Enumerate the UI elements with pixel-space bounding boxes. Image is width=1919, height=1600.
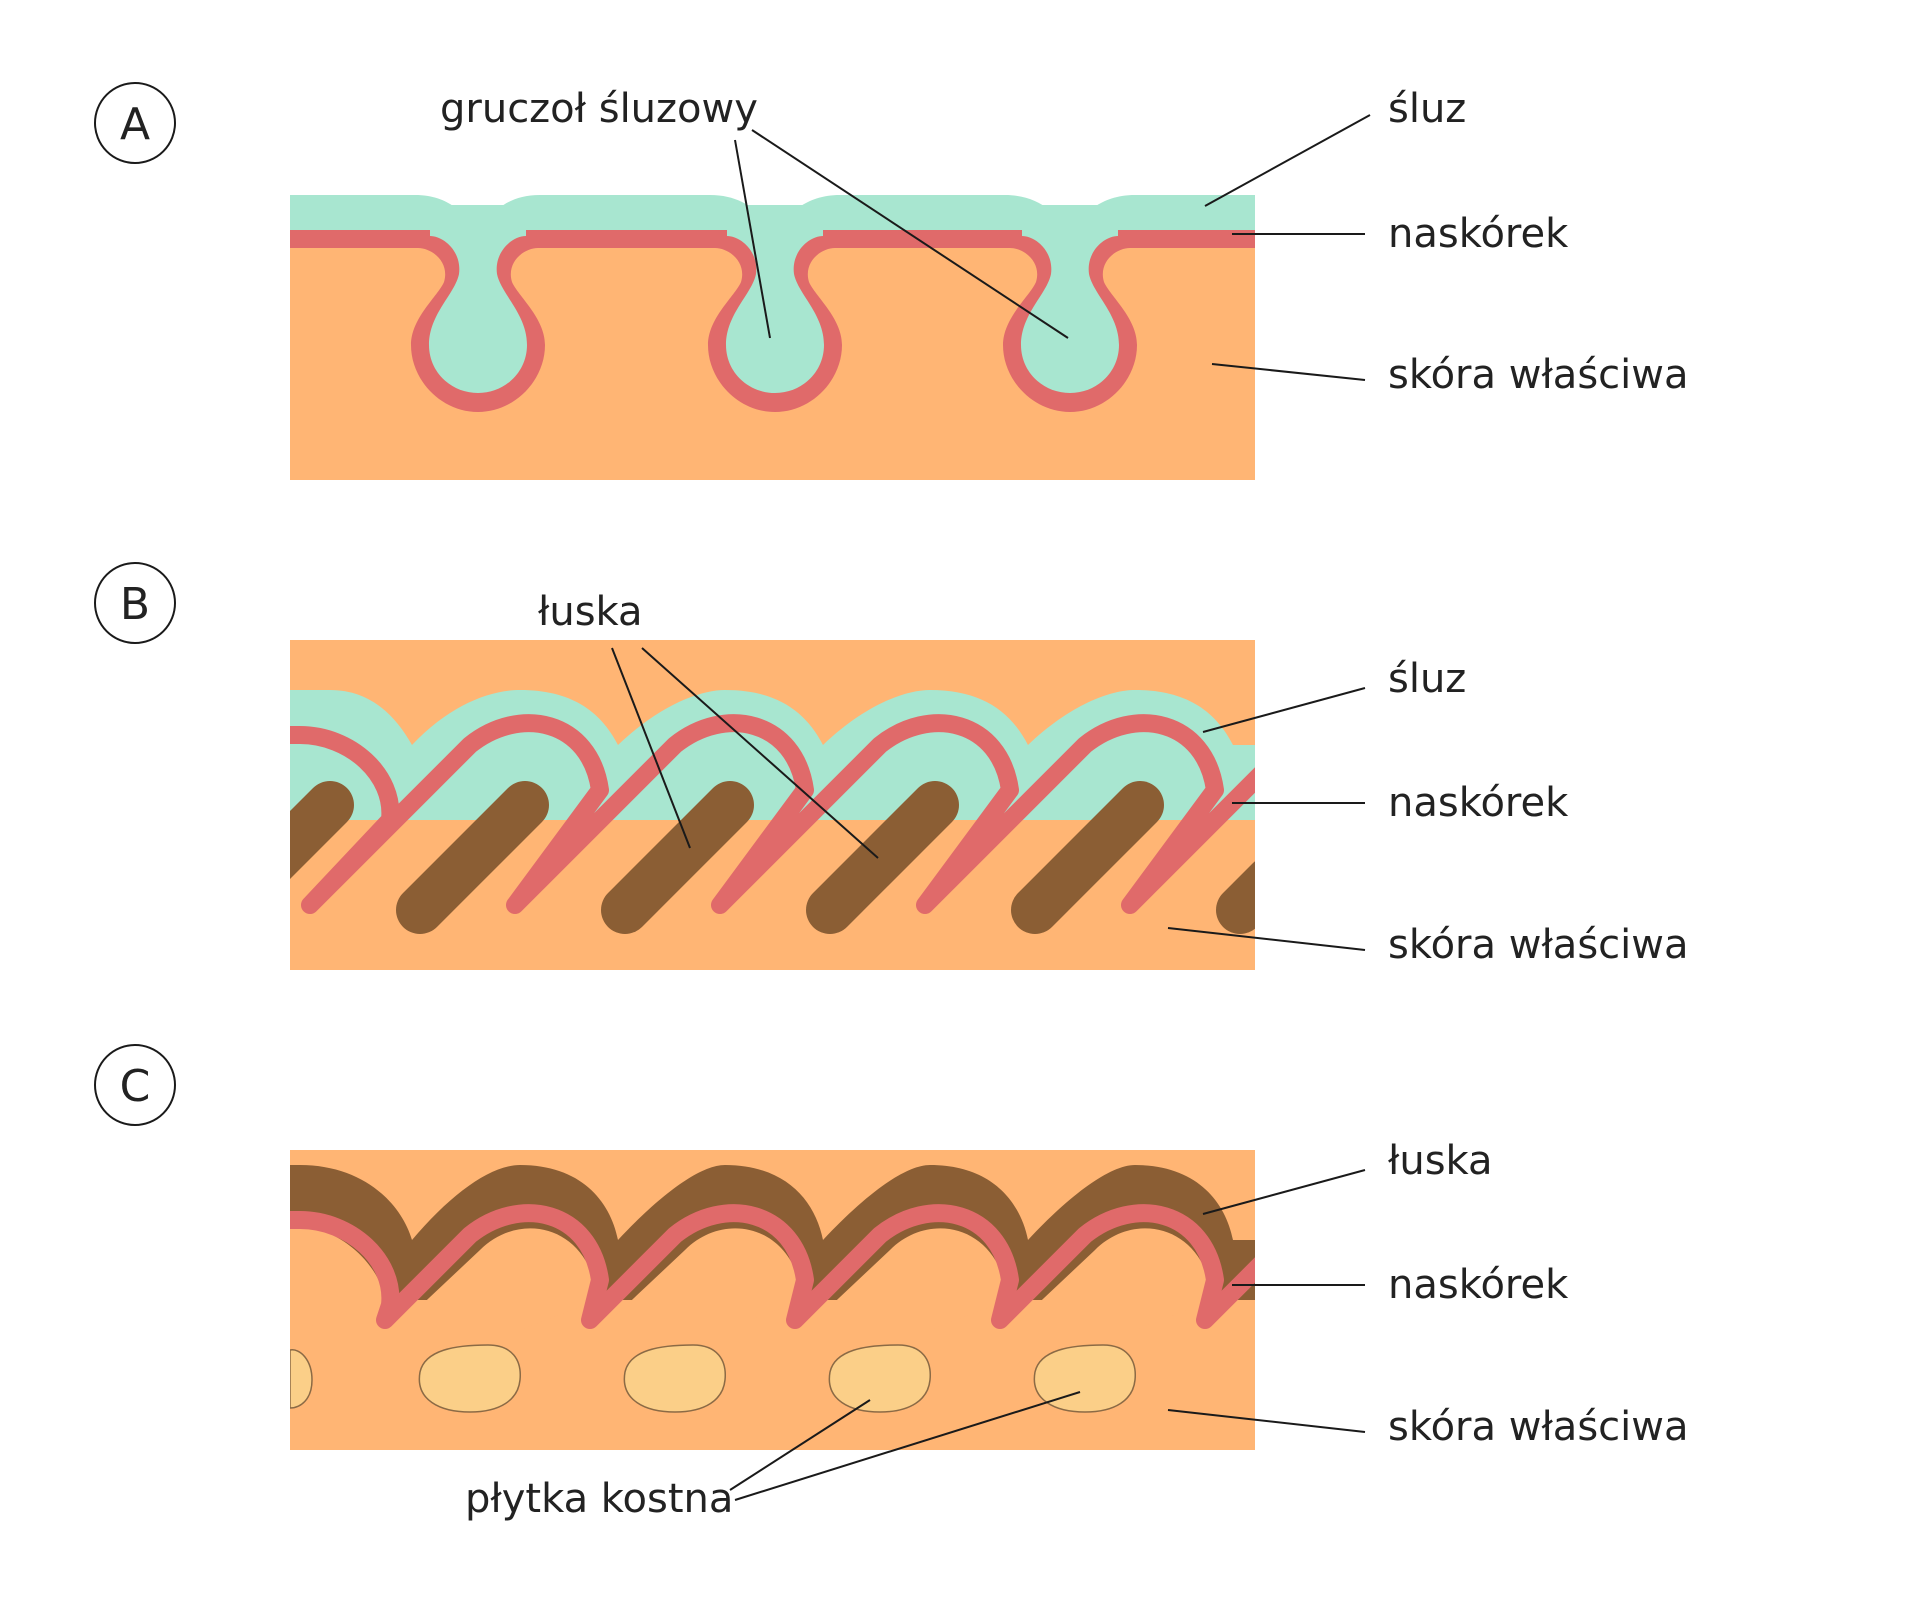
panel-c-bone-plates bbox=[290, 1344, 1136, 1413]
leader-scale-b-2 bbox=[641, 647, 879, 859]
label-dermis-a: skóra właściwa bbox=[1388, 352, 1689, 398]
panel-a-gland-3 bbox=[1003, 205, 1137, 412]
leader-dermis-c bbox=[1167, 1409, 1366, 1433]
panel-c-badge: C bbox=[94, 1044, 176, 1126]
leader-gland-1 bbox=[734, 139, 771, 339]
leader-dermis-a bbox=[1211, 363, 1366, 381]
panel-c-epidermis bbox=[290, 1204, 1255, 1329]
panel-c-bone-plate-3 bbox=[623, 1344, 726, 1413]
panel-a: A gruczoł śluzowy śluz naskórek bbox=[94, 82, 1689, 480]
panel-c-bone-plate-4 bbox=[828, 1344, 931, 1413]
label-bone-plate: płytka kostna bbox=[465, 1476, 733, 1522]
panel-b-scale-5 bbox=[1011, 781, 1164, 934]
leader-dermis-b bbox=[1167, 927, 1366, 951]
panel-c-scale-inner bbox=[290, 1225, 1213, 1330]
leader-scale-c bbox=[1202, 1169, 1366, 1215]
panel-a-gland-2 bbox=[708, 205, 842, 412]
leader-scale-b-1 bbox=[611, 647, 691, 849]
panel-b-badge-letter: B bbox=[120, 579, 150, 630]
label-dermis-c: skóra właściwa bbox=[1388, 1404, 1689, 1450]
leader-bone-plate-2 bbox=[734, 1391, 1081, 1501]
panel-c: C łuska naskórek skóra właściwa płytka k… bbox=[94, 1044, 1689, 1522]
panel-a-badge: A bbox=[94, 82, 176, 164]
panel-b-scale-4 bbox=[806, 781, 959, 934]
panel-c-bone-plate-5 bbox=[1033, 1344, 1136, 1413]
label-dermis-b: skóra właściwa bbox=[1388, 922, 1689, 968]
panel-b-scales bbox=[290, 781, 1255, 934]
panel-b-badge: B bbox=[94, 562, 176, 644]
panel-b: B łuska śluz naskórek skóra właściwa bbox=[94, 562, 1689, 970]
label-epidermis-a: naskórek bbox=[1388, 211, 1569, 257]
leader-mucus-b bbox=[1202, 687, 1366, 733]
label-mucus-a: śluz bbox=[1388, 86, 1466, 132]
label-scale-c: łuska bbox=[1388, 1138, 1493, 1184]
leader-bone-plate-1 bbox=[729, 1399, 871, 1491]
label-epidermis-b: naskórek bbox=[1388, 780, 1569, 826]
panel-c-bone-plate-1 bbox=[290, 1349, 313, 1409]
panel-b-scale-3 bbox=[601, 781, 754, 934]
panel-b-epidermis bbox=[290, 714, 1255, 914]
panel-a-badge-letter: A bbox=[120, 99, 150, 150]
label-mucus-b: śluz bbox=[1388, 656, 1466, 702]
panel-b-scale-6 bbox=[1216, 861, 1255, 934]
label-epidermis-c: naskórek bbox=[1388, 1262, 1569, 1308]
panel-c-badge-letter: C bbox=[120, 1061, 151, 1112]
panel-a-gland-1 bbox=[411, 205, 545, 412]
leader-gland-2 bbox=[751, 129, 1069, 339]
label-scale-b: łuska bbox=[538, 589, 643, 635]
label-gland: gruczoł śluzowy bbox=[440, 86, 758, 132]
leader-mucus-a bbox=[1204, 114, 1371, 207]
panel-b-scale-2 bbox=[396, 781, 549, 934]
panel-c-bone-plate-2 bbox=[418, 1344, 521, 1413]
panel-b-scale-1 bbox=[290, 781, 354, 879]
